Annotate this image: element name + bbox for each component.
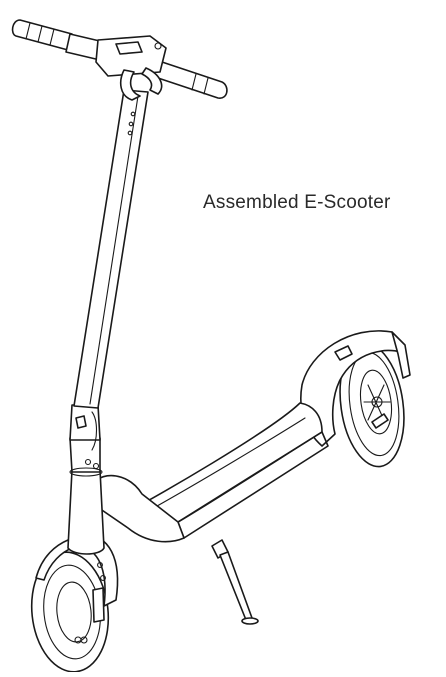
rear-wheel (339, 342, 405, 468)
lower-column (67, 404, 105, 555)
frame-neck (95, 474, 185, 543)
rear-fender (300, 330, 411, 447)
front-fork (35, 534, 119, 623)
steering-stem (73, 89, 149, 409)
figure-label: Assembled E-Scooter (203, 192, 391, 213)
handlebar (11, 19, 228, 101)
kickstand (211, 539, 259, 625)
